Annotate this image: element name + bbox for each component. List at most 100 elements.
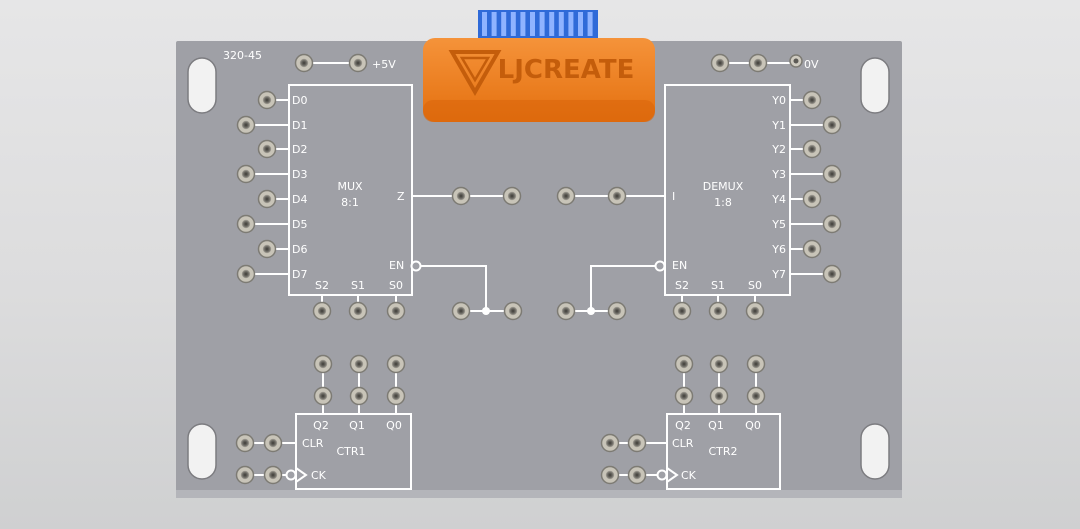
socket-demux-output[interactable] [822, 264, 842, 284]
connector-pin [482, 12, 487, 36]
socket-ctr2-output[interactable] [674, 354, 694, 374]
socket-ctr1-output[interactable] [313, 386, 333, 406]
demux-output-label: Y4 [771, 193, 786, 206]
ctr2-q1-label: Q1 [708, 419, 724, 432]
socket-mux-select[interactable] [312, 301, 332, 321]
socket-demux-output[interactable] [822, 214, 842, 234]
socket-demux-output[interactable] [822, 115, 842, 135]
connector-pin [520, 12, 526, 36]
demux-title: DEMUX [703, 180, 744, 193]
socket-ctr1-clock[interactable] [235, 465, 255, 485]
socket-demux-output[interactable] [802, 239, 822, 259]
mux-input-label: D2 [292, 143, 307, 156]
mux-enable-junction [482, 307, 490, 315]
model-number: 320-45 [223, 49, 262, 62]
socket-ctr1-clear[interactable] [263, 433, 283, 453]
socket-ctr2-output[interactable] [709, 386, 729, 406]
socket-ctr2-output[interactable] [674, 386, 694, 406]
socket-ctr2-clock[interactable] [627, 465, 647, 485]
counter-1-chip: CTR1 CLR CK Q2 Q1 Q0 [285, 413, 412, 490]
connector-pin [530, 12, 535, 36]
socket-mux-input[interactable] [236, 264, 256, 284]
demux-output-label: Y3 [771, 168, 786, 181]
socket-ctr1-output[interactable] [313, 354, 333, 374]
demux-enable-junction [587, 307, 595, 315]
socket-mux-input[interactable] [257, 139, 277, 159]
mux-input-label: D7 [292, 268, 307, 281]
demux-input-label: I [672, 190, 675, 203]
socket-ctr2-clear[interactable] [627, 433, 647, 453]
socket-supply-positive[interactable] [348, 53, 368, 73]
socket-supply-positive[interactable] [294, 53, 314, 73]
socket-ctr2-output[interactable] [746, 386, 766, 406]
socket-demux-input[interactable] [556, 186, 576, 206]
ctr1-q1-label: Q1 [349, 419, 365, 432]
connector-pin [491, 12, 497, 36]
mux-input-label: D6 [292, 243, 307, 256]
socket-demux-select[interactable] [708, 301, 728, 321]
socket-ctr1-clock[interactable] [263, 465, 283, 485]
socket-supply-ground[interactable] [710, 53, 730, 73]
mux-enable-label: EN [389, 259, 404, 272]
socket-mux-input[interactable] [236, 164, 256, 184]
mux-select-label: S0 [389, 279, 403, 292]
socket-demux-output[interactable] [802, 139, 822, 159]
socket-ctr1-output[interactable] [349, 386, 369, 406]
socket-ctr2-output[interactable] [746, 354, 766, 374]
demux-output-label: Y5 [771, 218, 786, 231]
ctr2-q2-label: Q2 [675, 419, 691, 432]
socket-supply-ground[interactable] [748, 53, 768, 73]
mux-output-label: Z [397, 190, 405, 203]
socket-ctr1-output[interactable] [386, 354, 406, 374]
socket-ctr2-clock[interactable] [600, 465, 620, 485]
socket-mux-input[interactable] [236, 214, 256, 234]
socket-ctr1-output[interactable] [349, 354, 369, 374]
socket-demux-select[interactable] [672, 301, 692, 321]
socket-mux-output[interactable] [502, 186, 522, 206]
demux-output-label: Y7 [771, 268, 786, 281]
socket-demux-input[interactable] [607, 186, 627, 206]
socket-mux-enable[interactable] [503, 301, 523, 321]
socket-mux-input[interactable] [236, 115, 256, 135]
socket-demux-select[interactable] [745, 301, 765, 321]
socket-ctr1-output[interactable] [386, 386, 406, 406]
ctr2-name: CTR2 [708, 445, 737, 458]
socket-ctr1-clear[interactable] [235, 433, 255, 453]
ctr1-q0-label: Q0 [386, 419, 402, 432]
connector-pin [587, 12, 593, 36]
connector-pin [568, 12, 574, 36]
demux-enable-bubble [654, 260, 666, 272]
socket-mux-input[interactable] [257, 90, 277, 110]
ctr1-name: CTR1 [336, 445, 365, 458]
mux-ratio: 8:1 [341, 196, 359, 209]
logo-text: LJCREATE [498, 55, 635, 85]
socket-mux-output[interactable] [451, 186, 471, 206]
mux-title: MUX [337, 180, 363, 193]
socket-demux-enable[interactable] [556, 301, 576, 321]
socket-demux-output[interactable] [802, 189, 822, 209]
demux-select-label: S0 [748, 279, 762, 292]
mux-select-label: S2 [315, 279, 329, 292]
mux-enable-bubble [410, 260, 422, 272]
connector-pin [549, 12, 555, 36]
demux-select-label: S2 [675, 279, 689, 292]
socket-demux-enable[interactable] [607, 301, 627, 321]
socket-demux-output[interactable] [802, 90, 822, 110]
ctr1-clock-label: CK [311, 469, 327, 482]
ctr2-clear-label: CLR [672, 437, 694, 450]
socket-ctr2-clear[interactable] [600, 433, 620, 453]
socket-mux-select[interactable] [386, 301, 406, 321]
socket-ctr2-output[interactable] [709, 354, 729, 374]
ground-terminal-post[interactable] [789, 54, 803, 68]
mux-input-label: D4 [292, 193, 307, 206]
connector-pin [510, 12, 516, 36]
socket-demux-output[interactable] [822, 164, 842, 184]
socket-mux-input[interactable] [257, 239, 277, 259]
socket-mux-input[interactable] [257, 189, 277, 209]
socket-mux-enable[interactable] [451, 301, 471, 321]
socket-mux-select[interactable] [348, 301, 368, 321]
logo-mark-icon [448, 50, 502, 97]
connector-pin [539, 12, 545, 36]
